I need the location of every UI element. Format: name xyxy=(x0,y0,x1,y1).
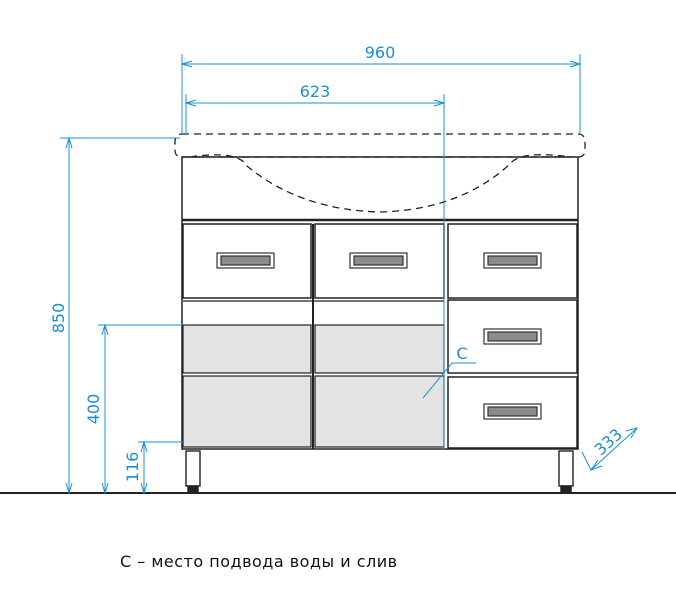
dim-label-116: 116 xyxy=(123,452,142,483)
dim-label-960: 960 xyxy=(365,43,396,62)
dim-label-623: 623 xyxy=(300,82,331,101)
callout-label-c: C xyxy=(456,344,467,363)
dimension-lines xyxy=(60,54,639,495)
handle-icon xyxy=(483,252,542,269)
dim-label-400: 400 xyxy=(84,394,103,425)
door-right-lower xyxy=(314,375,445,448)
side-drawers xyxy=(447,299,578,449)
handle-icon xyxy=(483,328,542,345)
door-right-upper xyxy=(314,324,445,374)
handle-icon xyxy=(349,252,408,269)
handle-icon xyxy=(216,252,275,269)
legend-note: С – место подвода воды и слив xyxy=(120,552,398,571)
dim-label-850: 850 xyxy=(49,303,68,334)
leg-left xyxy=(185,450,201,487)
legs xyxy=(185,450,574,493)
handle-icon xyxy=(483,403,542,420)
sink-countertop xyxy=(174,133,586,213)
door-left-upper xyxy=(182,324,312,374)
lower-doors xyxy=(182,224,445,449)
leg-right xyxy=(558,450,574,487)
door-left-lower xyxy=(182,375,312,448)
drawer-handles xyxy=(216,252,542,420)
cabinet-body xyxy=(181,156,579,450)
dim-label-333: 333 xyxy=(591,425,626,460)
